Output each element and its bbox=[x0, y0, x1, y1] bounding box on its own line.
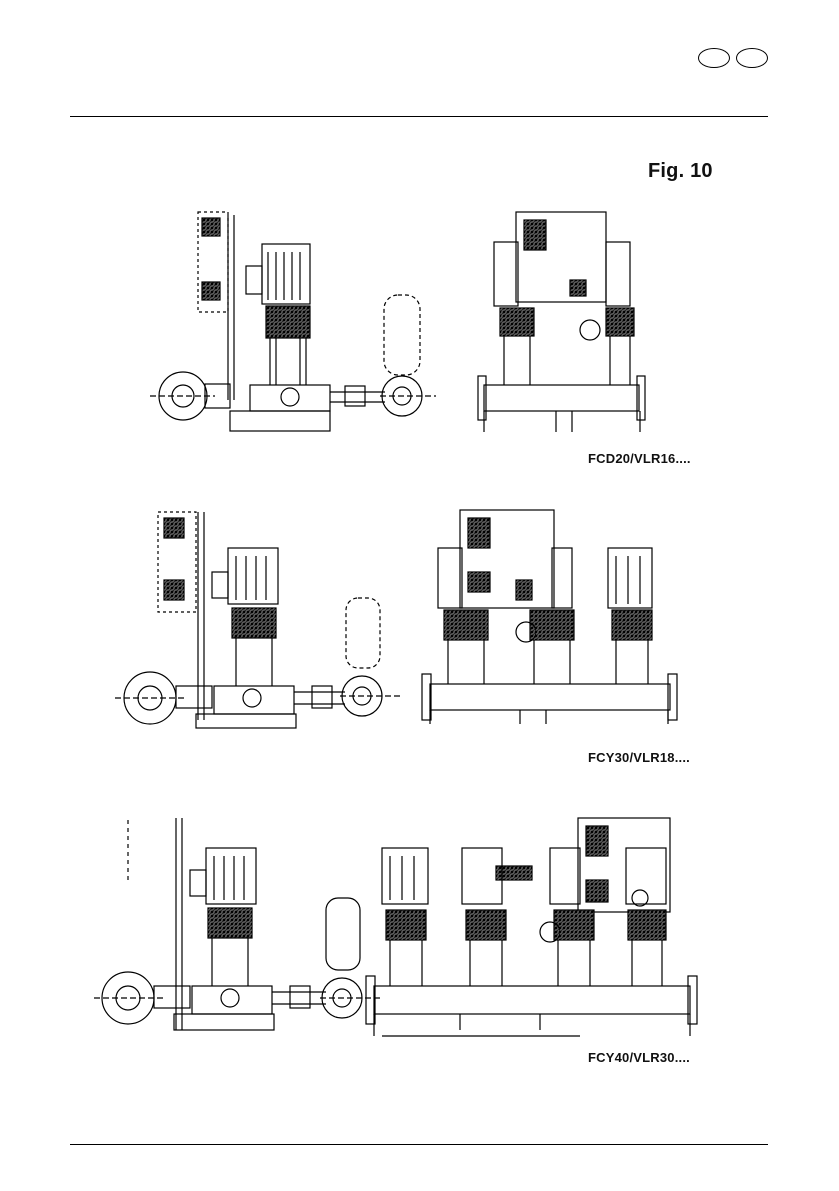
drawing-fcd20-side-view bbox=[150, 212, 436, 431]
drawing-fcy40-side-view bbox=[94, 818, 380, 1030]
drawing-fcy30-side-view bbox=[115, 512, 400, 728]
drawing-fcd20-front-view bbox=[478, 212, 645, 432]
caption-fcd20: FCD20/VLR16.... bbox=[588, 451, 691, 466]
drawing-fcy30-front-view bbox=[422, 510, 677, 724]
caption-fcy40: FCY40/VLR30.... bbox=[588, 1050, 690, 1065]
caption-fcy30: FCY30/VLR18.... bbox=[588, 750, 690, 765]
drawing-fcy40-front-view bbox=[366, 818, 697, 1036]
